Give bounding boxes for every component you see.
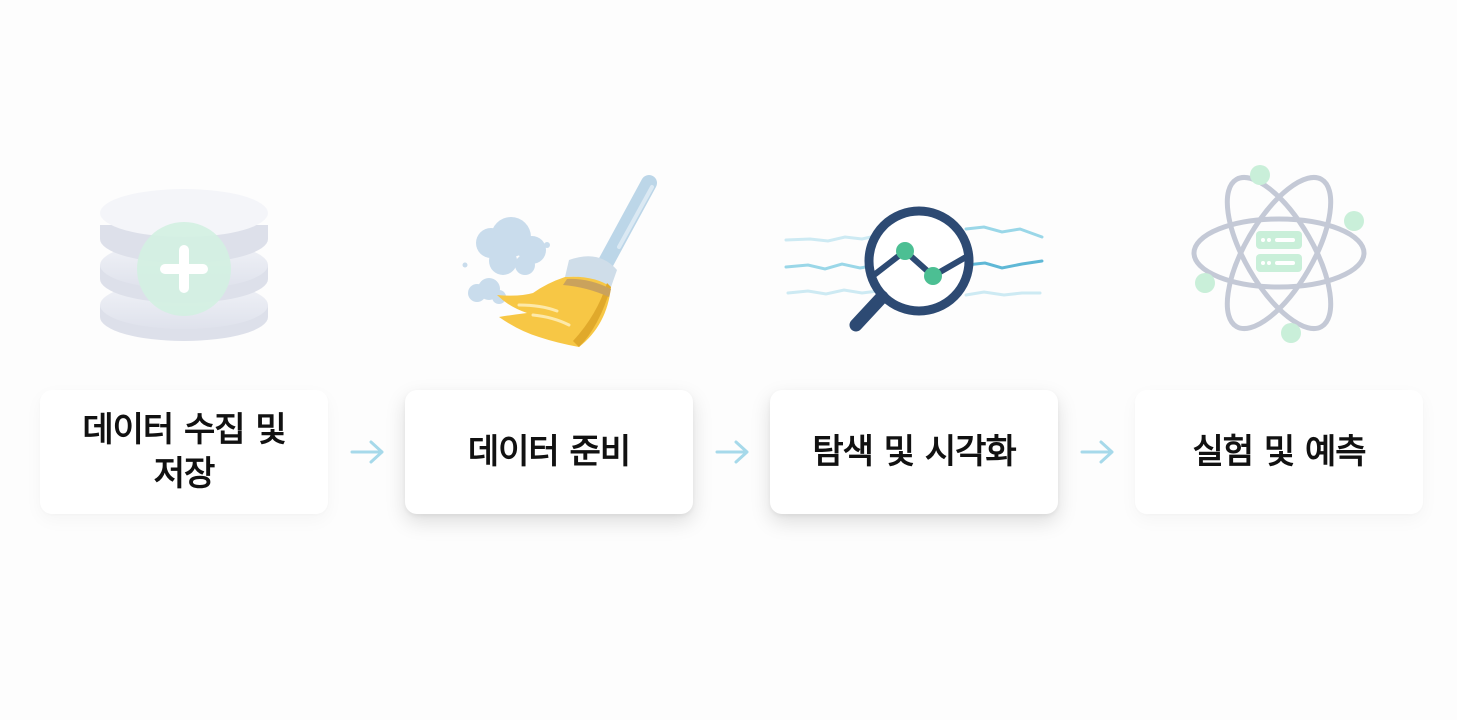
arrow-right-icon bbox=[1080, 437, 1116, 467]
step-label: 데이터 준비 bbox=[467, 432, 631, 472]
step-card: 데이터 수집 및 저장 bbox=[40, 390, 328, 514]
magnifier-chart-icon bbox=[770, 165, 1058, 355]
database-add-icon bbox=[40, 165, 328, 355]
atom-server-icon bbox=[1135, 165, 1423, 355]
broom-icon bbox=[405, 165, 693, 355]
step-card: 데이터 준비 bbox=[405, 390, 693, 514]
step-card: 실험 및 예측 bbox=[1135, 390, 1423, 514]
step-card: 탐색 및 시각화 bbox=[770, 390, 1058, 514]
arrow-right-icon bbox=[715, 437, 751, 467]
step-label: 탐색 및 시각화 bbox=[812, 432, 1016, 472]
step-label: 데이터 수집 및 저장 bbox=[82, 410, 286, 494]
step-label: 실험 및 예측 bbox=[1192, 432, 1366, 472]
arrow-right-icon bbox=[350, 437, 386, 467]
